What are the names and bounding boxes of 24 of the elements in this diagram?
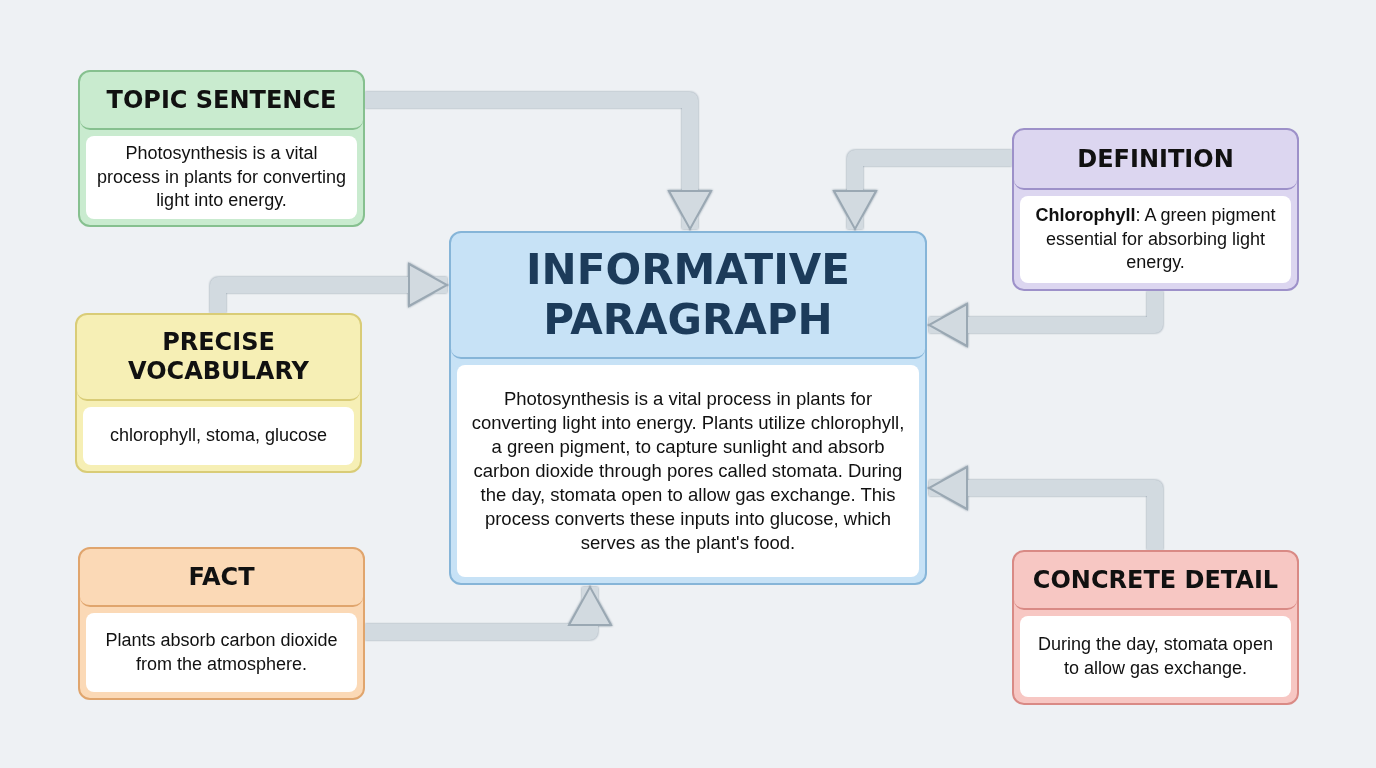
card-heading: FACT <box>80 549 363 607</box>
arrow <box>928 291 1163 347</box>
card-text: During the day, stomata open to allow gas exchange. <box>1020 616 1291 697</box>
arrow <box>365 586 612 640</box>
arrow <box>210 263 448 313</box>
card-text: Chlorophyll: A green pigment essential for absorbing light energy. <box>1020 196 1291 283</box>
node-card <box>75 313 362 473</box>
card-text: chlorophyll, stoma, glucose <box>83 407 354 465</box>
arrow <box>928 466 1163 550</box>
node-card <box>78 547 365 700</box>
card-text: Photosynthesis is a vital process in plants for converting light into energy. Plants utilize chlorophyll, a green pigment, to capture sunlight and absorb carbon dioxide through pores called stomata. During the day, stomata open to allow gas exchange. This process converts these inputs into glucose, which serves as the plant's food. <box>457 365 919 577</box>
card-text: Plants absorb carbon dioxide from the atmosphere. <box>86 613 357 692</box>
node-card <box>1012 128 1299 291</box>
node-card <box>1012 550 1299 705</box>
card-heading: PRECISE VOCABULARY <box>77 315 360 401</box>
arrow <box>365 92 712 230</box>
node-card <box>78 70 365 227</box>
card-heading: INFORMATIVE PARAGRAPH <box>451 233 925 359</box>
card-heading: DEFINITION <box>1014 130 1297 190</box>
card-text: Photosynthesis is a vital process in plants for converting light into energy. <box>86 136 357 219</box>
card-heading: CONCRETE DETAIL <box>1014 552 1297 610</box>
node-card <box>449 231 927 585</box>
arrow <box>833 150 1012 230</box>
card-heading: TOPIC SENTENCE <box>80 72 363 130</box>
